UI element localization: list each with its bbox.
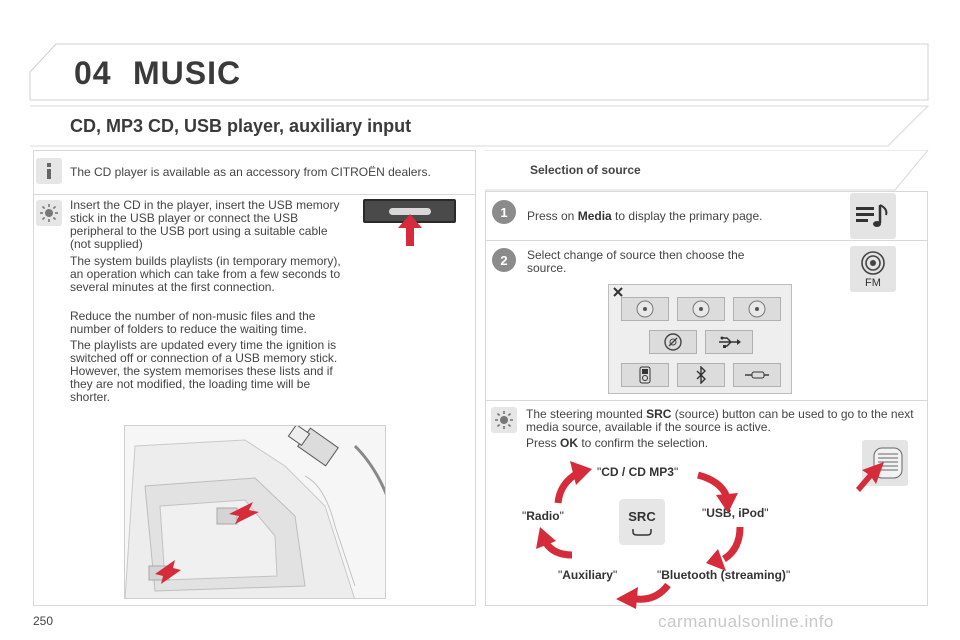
- cycle-auxiliary-label: "Auxiliary": [558, 568, 618, 582]
- step-2-badge: 2: [492, 248, 516, 272]
- source-cd-2-button[interactable]: [677, 297, 725, 321]
- src-button-illustration: SRC: [619, 499, 665, 545]
- cycle-arrows: [536, 461, 744, 609]
- insert-arrow-icon: [398, 214, 422, 246]
- source-disc-button[interactable]: [649, 330, 697, 354]
- source-aux-button[interactable]: [733, 363, 781, 387]
- radio-fm-illustration: FM: [850, 246, 896, 292]
- steering-src-text: The steering mounted SRC (source) button…: [526, 407, 914, 434]
- step-1-text: Press on Media to display the primary pa…: [527, 209, 763, 223]
- watermark: carmanualsonline.info: [658, 612, 834, 631]
- media-button-illustration: [850, 193, 896, 239]
- page-number: 250: [33, 614, 54, 628]
- step-2-text: Select change of source then choose the …: [527, 248, 745, 275]
- chapter-title: MUSIC: [133, 55, 242, 91]
- paragraph-updated: The playlists are updated every time the…: [70, 338, 338, 404]
- divider: [486, 240, 927, 241]
- source-bluetooth-button[interactable]: [677, 363, 725, 387]
- tip-sun-icon: [491, 407, 517, 433]
- source-selection-screen: [608, 284, 792, 394]
- divider: [486, 400, 927, 401]
- info-text: The CD player is available as an accesso…: [70, 165, 431, 179]
- steering-arrow-icon: [856, 462, 884, 492]
- step-1-badge: 1: [492, 200, 516, 224]
- section-title: CD, MP3 CD, USB player, auxiliary input: [70, 116, 412, 136]
- src-label: SRC: [628, 509, 656, 524]
- right-header-frame: [485, 150, 929, 191]
- source-usb-button[interactable]: [705, 330, 753, 354]
- right-panel: [485, 191, 928, 606]
- close-icon: [613, 287, 623, 297]
- cycle-cd-label: "CD / CD MP3": [597, 465, 679, 479]
- source-cd-1-button[interactable]: [621, 297, 669, 321]
- selection-title: Selection of source: [530, 163, 641, 177]
- fm-label: FM: [865, 277, 881, 289]
- cycle-usb-label: "USB, iPod": [702, 506, 769, 520]
- cycle-bluetooth-label: "Bluetooth (streaming)": [657, 568, 791, 582]
- tip-sun-icon: [36, 200, 62, 226]
- usb-port-illustration: [124, 425, 386, 599]
- paragraph-reduce: Reduce the number of non-music files and…: [70, 309, 316, 336]
- chapter-number: 04: [74, 55, 112, 91]
- info-icon: [36, 158, 62, 184]
- left-panel: [33, 150, 476, 606]
- info-row: [33, 150, 476, 195]
- source-ipod-button[interactable]: [621, 363, 669, 387]
- paragraph-insert: Insert the CD in the player, insert the …: [70, 198, 340, 251]
- chapter-header-frame: [29, 43, 930, 147]
- press-ok-text: Press OK to confirm the selection.: [526, 436, 709, 450]
- source-cd-3-button[interactable]: [733, 297, 781, 321]
- cycle-radio-label: "Radio": [522, 509, 564, 523]
- paragraph-playlists: The system builds playlists (in temporar…: [70, 254, 341, 294]
